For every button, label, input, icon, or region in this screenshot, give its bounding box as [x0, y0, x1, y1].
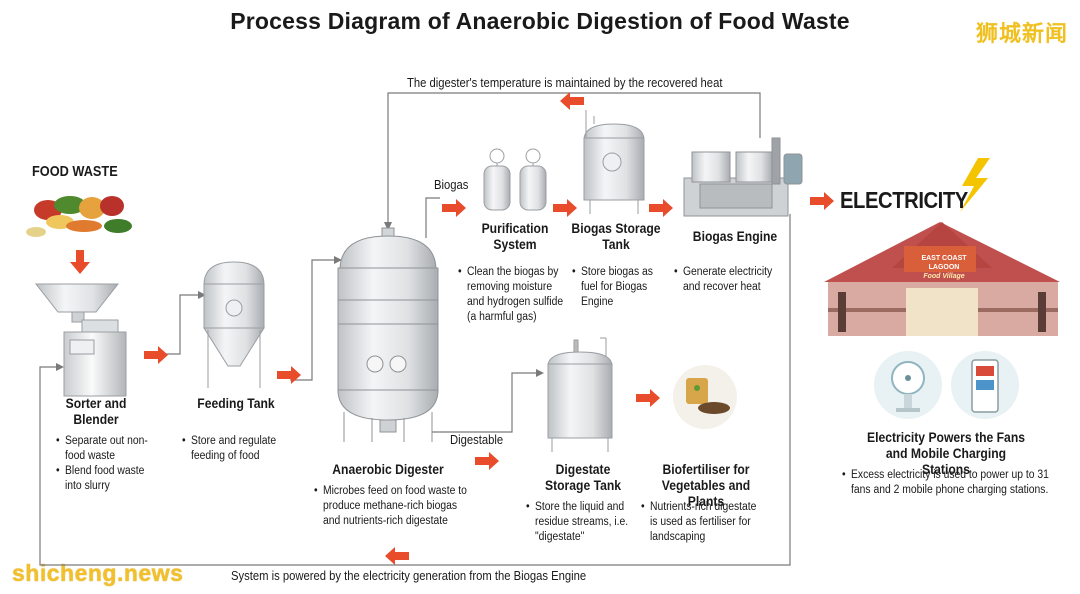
fan-icon [874, 351, 942, 419]
digestate-bullet: Store the liquid and residue streams, i.… [526, 500, 634, 545]
arrow-power-left [385, 547, 409, 565]
engine-desc: Generate electricity and recover heat [674, 265, 787, 295]
engine-icon [683, 137, 803, 217]
flow-power-label: System is powered by the electricity gen… [231, 569, 587, 583]
page-title: Process Diagram of Anaerobic Digestion o… [230, 8, 850, 34]
arrow-sorter-feeding [144, 346, 168, 364]
purification-icon [483, 148, 547, 211]
building-sign-line-2: Food Village [923, 273, 965, 280]
biofertiliser-bullet: Nutrients-rich digestate is used as fert… [641, 500, 762, 545]
feeding-tank-desc: Store and regulate feeding of food [182, 434, 286, 464]
biogas-tank-icon [583, 110, 645, 214]
arrow-biogas-purification [442, 199, 466, 217]
food-waste-icon [26, 196, 132, 237]
watermark-cn: 狮城新闻 [975, 21, 1068, 46]
powers-desc: Excess electricity is used to power up t… [842, 468, 1058, 498]
digester-icon [337, 227, 439, 442]
bolt-icon [960, 158, 990, 212]
arrow-food-down [70, 250, 90, 274]
flow-heat-label: The digester's temperature is maintained… [407, 76, 723, 90]
red-arrows [70, 92, 834, 565]
sorter-blender-icon [34, 283, 127, 397]
flow-lines [39, 92, 791, 566]
engine-title: Biogas Engine [692, 229, 778, 244]
feeding-tank-title: Feeding Tank [197, 396, 275, 411]
digestate-tank-title: Digestate Storage Tank [544, 462, 622, 493]
digestate-tank-desc: Store the liquid and residue streams, i.… [526, 500, 634, 545]
feeding-tank-bullet: Store and regulate feeding of food [182, 434, 286, 464]
digester-desc: Microbes feed on food waste to produce m… [314, 484, 474, 529]
line-arrowheads [56, 222, 544, 377]
sorter-desc: Separate out non-food waste Blend food w… [56, 434, 155, 494]
engine-bullet: Generate electricity and recover heat [674, 265, 787, 295]
feeding-tank-icon [203, 261, 265, 388]
fertiliser-icon [673, 365, 737, 429]
sorter-title: Sorter and Blender [65, 396, 127, 427]
sorter-bullet: Blend food waste into slurry [56, 464, 155, 494]
storage-bullet: Store biogas as fuel for Biogas Engine [572, 265, 658, 310]
biofertiliser-desc: Nutrients-rich digestate is used as fert… [641, 500, 762, 545]
building-sign-line-1: EAST COAST LAGOON [921, 255, 967, 271]
digester-bullet: Microbes feed on food waste to produce m… [314, 484, 474, 529]
arrow-purification-storage [553, 199, 577, 217]
digestate-tank-icon [547, 337, 613, 452]
purification-desc: Clean the biogas by removing moisture an… [458, 265, 564, 325]
building-icon [824, 222, 1060, 336]
purification-title: Purification System [481, 221, 549, 252]
flow-biogas-label: Biogas [434, 178, 469, 192]
building-sign: EAST COAST LAGOON Food Village [908, 254, 980, 281]
powers-bullet: Excess electricity is used to power up t… [842, 468, 1058, 498]
storage-title: Biogas Storage Tank [571, 221, 661, 252]
sorter-bullet: Separate out non-food waste [56, 434, 155, 464]
arrow-digestable [475, 452, 499, 470]
digester-title: Anaerobic Digester [332, 462, 444, 477]
flow-digestable-label: Digestable [450, 433, 504, 447]
charger-icon [951, 351, 1019, 419]
arrow-engine-electricity [810, 192, 834, 210]
electricity-label: ELECTRICITY [840, 187, 968, 213]
arrow-feeding-digester [277, 366, 301, 384]
purification-bullet: Clean the biogas by removing moisture an… [458, 265, 564, 325]
storage-desc: Store biogas as fuel for Biogas Engine [572, 265, 658, 310]
arrow-digestate-fertiliser [636, 389, 660, 407]
arrow-storage-engine [649, 199, 673, 217]
arrow-heat-left [560, 92, 584, 110]
food-waste-label: FOOD WASTE [32, 163, 118, 180]
